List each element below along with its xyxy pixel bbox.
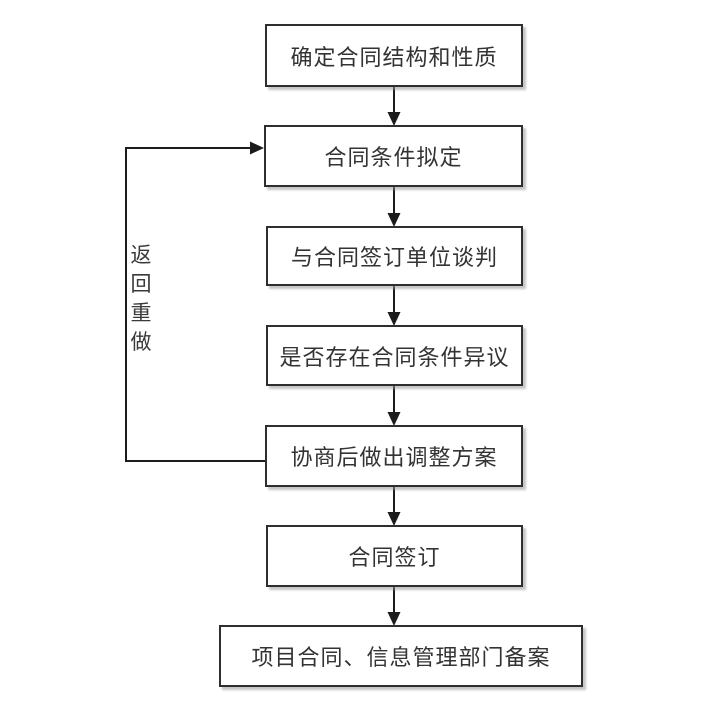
flow-node-label: 合同签订 — [348, 546, 441, 571]
feedback-loop-label: 返回重做 — [130, 243, 152, 354]
flow-node-label: 项目合同、信息管理部门备案 — [251, 646, 551, 671]
arrow-node4-node5 — [387, 386, 401, 426]
flow-node-condition-objection-check: 是否存在合同条件异议 — [266, 325, 523, 386]
arrow-node3-node4 — [387, 286, 401, 326]
flow-node-determine-contract-structure: 确定合同结构和性质 — [265, 24, 523, 87]
flow-node-department-filing: 项目合同、信息管理部门备案 — [219, 625, 583, 687]
flow-node-adjustment-plan: 协商后做出调整方案 — [265, 425, 523, 487]
flow-node-contract-signing: 合同签订 — [266, 525, 523, 587]
flow-node-draft-contract-conditions: 合同条件拟定 — [264, 125, 523, 187]
flow-node-label: 确定合同结构和性质 — [290, 45, 498, 71]
flow-node-negotiate-with-signing-unit: 与合同签订单位谈判 — [266, 226, 523, 286]
flow-node-label: 协商后做出调整方案 — [290, 446, 498, 471]
arrow-node2-node3 — [387, 187, 401, 227]
flow-node-label: 与合同签订单位谈判 — [290, 246, 498, 271]
feedback-loop-line — [125, 141, 266, 462]
flow-node-label: 是否存在合同条件异议 — [279, 345, 510, 371]
arrow-node1-node2 — [387, 87, 401, 126]
arrow-node6-node7 — [387, 587, 401, 626]
arrow-node5-node6 — [387, 487, 401, 526]
flow-node-label: 合同条件拟定 — [324, 146, 463, 171]
